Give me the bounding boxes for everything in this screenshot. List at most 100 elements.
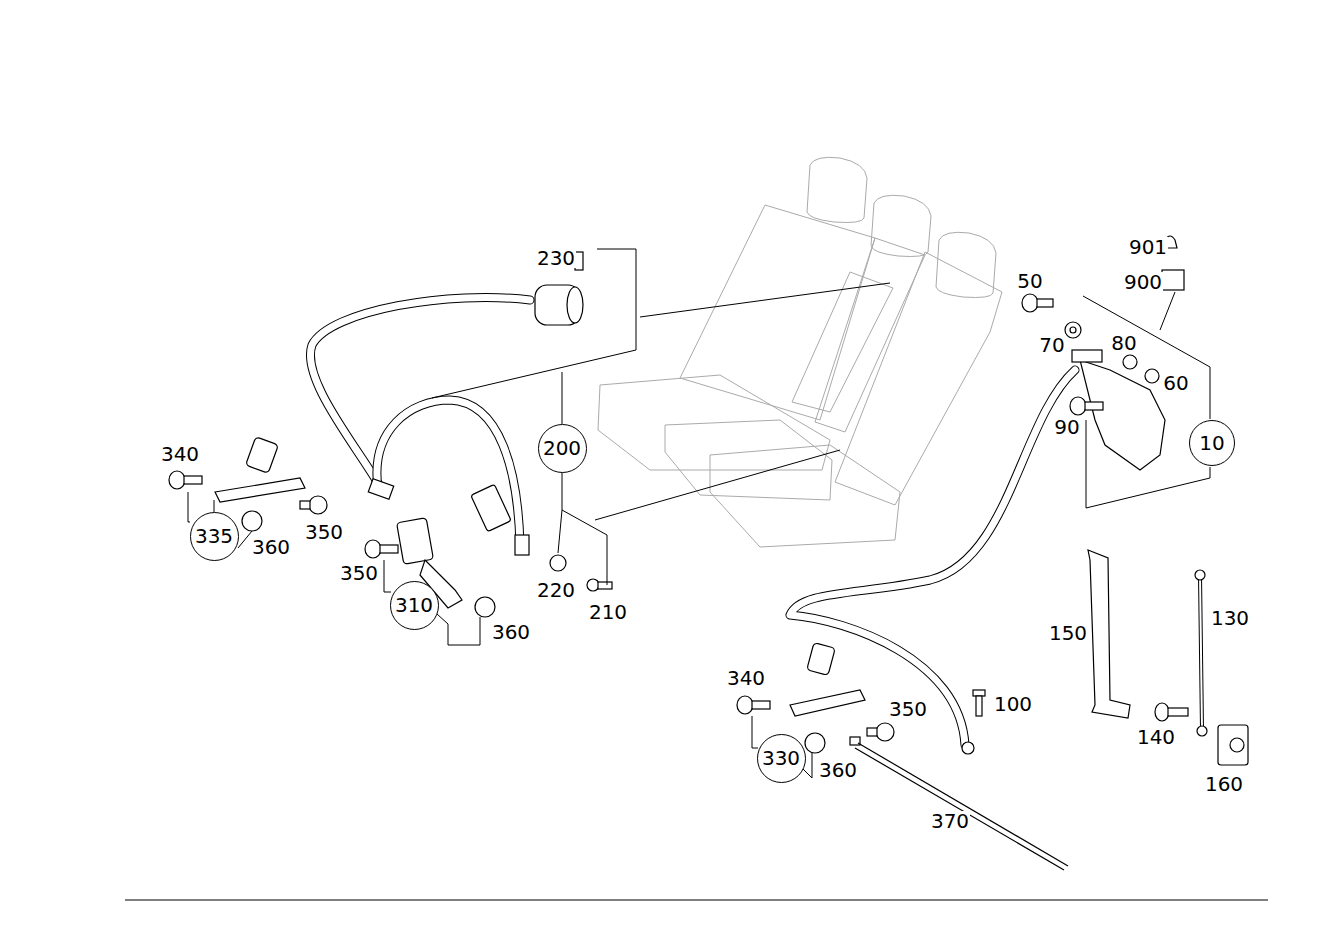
callout-number: 360 (251, 537, 291, 557)
callout-number: 901 (1128, 237, 1168, 257)
callout-number: 350 (304, 522, 344, 542)
parts-stroke (575, 252, 583, 270)
cable-370-stroke (855, 748, 1064, 870)
callout-number: 100 (993, 694, 1033, 714)
fasteners-stroke (805, 733, 825, 753)
parts-stroke (471, 484, 511, 531)
belt-straps (310, 297, 1075, 745)
callout-number: 350 (339, 563, 379, 583)
leader-lines-stroke (1160, 292, 1175, 330)
callout-number: 370 (930, 811, 970, 831)
callout-number: 335 (195, 526, 233, 546)
fasteners-stroke (309, 496, 327, 514)
leader-lines-stroke (214, 500, 215, 512)
callout-circle: 335 (190, 512, 239, 561)
fasteners-stroke (300, 501, 310, 509)
fasteners-stroke (365, 540, 381, 558)
belt-straps-stroke (790, 370, 1075, 745)
parts (215, 236, 1248, 765)
callout-number: 230 (536, 248, 576, 268)
parts-stroke (1200, 575, 1202, 730)
cable-370 (850, 737, 1068, 870)
parts-stroke (1200, 575, 1202, 730)
fasteners-stroke (876, 723, 894, 741)
leader-lines-stroke (752, 716, 758, 748)
leader-lines-stroke (562, 472, 607, 585)
fasteners-stroke (598, 582, 612, 589)
callout-number: 50 (1016, 271, 1043, 291)
rear-seat-stroke (792, 272, 893, 412)
fasteners-stroke (380, 545, 398, 553)
leader-lines-stroke (562, 372, 563, 424)
rear-seat-stroke (680, 205, 875, 420)
rear-seat-stroke (815, 238, 925, 432)
callout-number: 160 (1204, 774, 1244, 794)
fasteners-stroke (1145, 369, 1159, 383)
fasteners (169, 294, 1188, 754)
fasteners-stroke (1037, 299, 1053, 307)
leader-lines (188, 249, 1210, 778)
fasteners-stroke (184, 476, 202, 484)
fasteners-stroke (737, 696, 753, 714)
parts-stroke (1088, 550, 1130, 718)
fasteners-stroke (587, 579, 599, 591)
callout-number: 150 (1048, 623, 1088, 643)
leader-lines-stroke (595, 450, 840, 520)
fasteners-stroke (752, 701, 770, 709)
parts-stroke (567, 287, 583, 323)
fasteners-stroke (976, 696, 982, 716)
parts-stroke (807, 643, 835, 676)
callout-number: 60 (1162, 373, 1189, 393)
cable-370-stroke (850, 737, 860, 745)
fasteners-stroke (1123, 355, 1137, 369)
parts-stroke (1230, 738, 1244, 752)
rear-seat-stroke (936, 232, 996, 297)
leader-lines-stroke (1083, 296, 1210, 419)
fasteners-stroke (1065, 322, 1081, 338)
callout-number: 140 (1136, 727, 1176, 747)
callout-number: 360 (491, 622, 531, 642)
leader-lines-stroke (437, 614, 480, 645)
callout-circle: 10 (1189, 420, 1235, 466)
callout-number: 360 (818, 760, 858, 780)
fasteners-stroke (1070, 397, 1086, 415)
belt-straps-stroke (310, 297, 530, 490)
leader-lines-stroke (384, 560, 391, 592)
callout-number: 330 (762, 748, 800, 768)
leader-lines-stroke (558, 510, 562, 553)
callout-number: 350 (888, 699, 928, 719)
fasteners-stroke (1085, 402, 1103, 410)
cable-370-stroke (858, 743, 1068, 866)
parts-stroke (1080, 360, 1165, 470)
belt-straps-stroke (790, 370, 1075, 745)
callout-number: 80 (1110, 333, 1137, 353)
fasteners-stroke (973, 690, 985, 696)
parts-stroke (397, 518, 434, 565)
parts-stroke (515, 535, 529, 555)
belt-straps-stroke (310, 297, 530, 490)
fasteners-stroke (169, 471, 185, 489)
page-rule (125, 900, 1268, 901)
rear-seat-stroke (835, 252, 1002, 505)
parts-stroke (1218, 725, 1248, 765)
callout-number: 310 (395, 595, 433, 615)
parts-stroke (215, 478, 305, 502)
rear-seat (598, 157, 1002, 547)
callout-circle: 310 (390, 581, 439, 630)
fasteners-stroke (242, 511, 262, 531)
leader-lines-stroke (432, 249, 636, 398)
parts-stroke (1197, 726, 1207, 736)
fasteners-stroke (1022, 294, 1038, 312)
fasteners-stroke (475, 597, 495, 617)
callout-number: 210 (588, 602, 628, 622)
callout-number: 70 (1038, 335, 1065, 355)
callout-number: 340 (160, 444, 200, 464)
fasteners-stroke (867, 728, 877, 736)
leader-lines-stroke (238, 531, 252, 548)
fasteners-stroke (1070, 327, 1076, 333)
parts-stroke (1072, 350, 1102, 362)
callout-number: 900 (1123, 272, 1163, 292)
callout-circle: 330 (757, 734, 806, 783)
callout-circle: 200 (538, 424, 587, 473)
callout-number: 10 (1199, 433, 1224, 453)
